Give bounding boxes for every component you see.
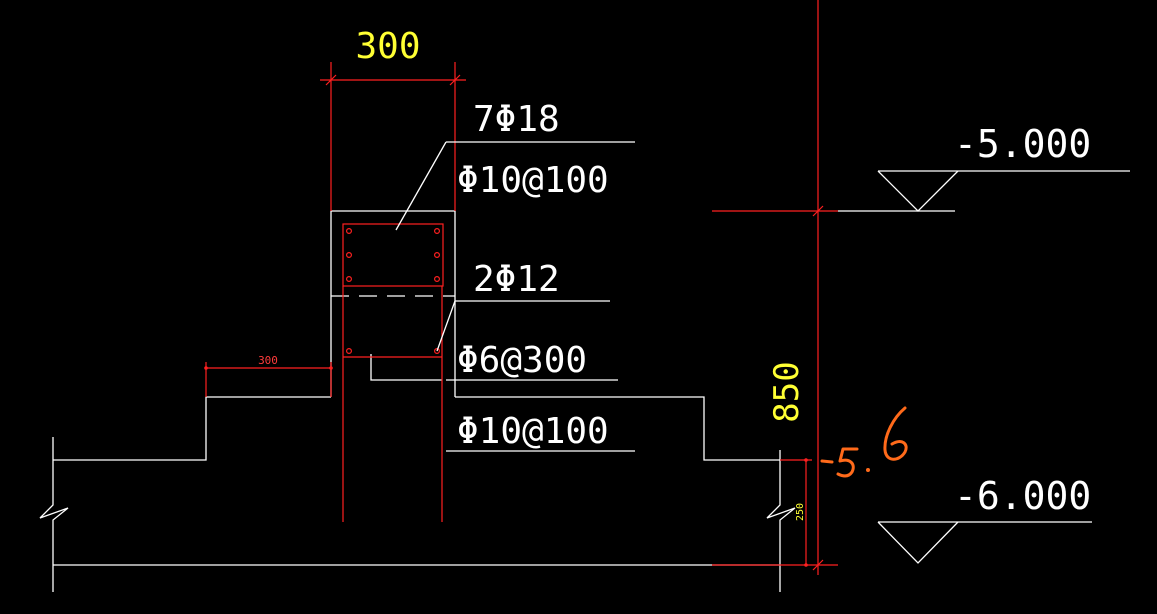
handwritten-note (820, 406, 908, 478)
elevation-marker-lower (877, 521, 1092, 564)
elevation-label-lower: -6.000 (954, 474, 1091, 518)
callout-mid-bars: 2Φ12 (473, 259, 560, 300)
dimension-height: 850 (767, 361, 807, 422)
dimension-small-height: 250 (795, 503, 806, 521)
dimension-step-width: 300 (258, 354, 278, 367)
concrete-outline (39, 210, 796, 592)
dimension-top-width: 300 (355, 26, 420, 67)
elevation-marker-upper (838, 170, 1130, 212)
callout-leaders (395, 141, 635, 452)
callout-bottom-stirrup: Φ10@100 (457, 411, 609, 452)
reinforcement (204, 0, 838, 575)
callout-top-stirrup: Φ10@100 (457, 160, 609, 201)
callout-mid-tie: Φ6@300 (457, 340, 587, 381)
callout-top-bars: 7Φ18 (473, 99, 560, 140)
elevation-label-upper: -5.000 (954, 122, 1091, 166)
